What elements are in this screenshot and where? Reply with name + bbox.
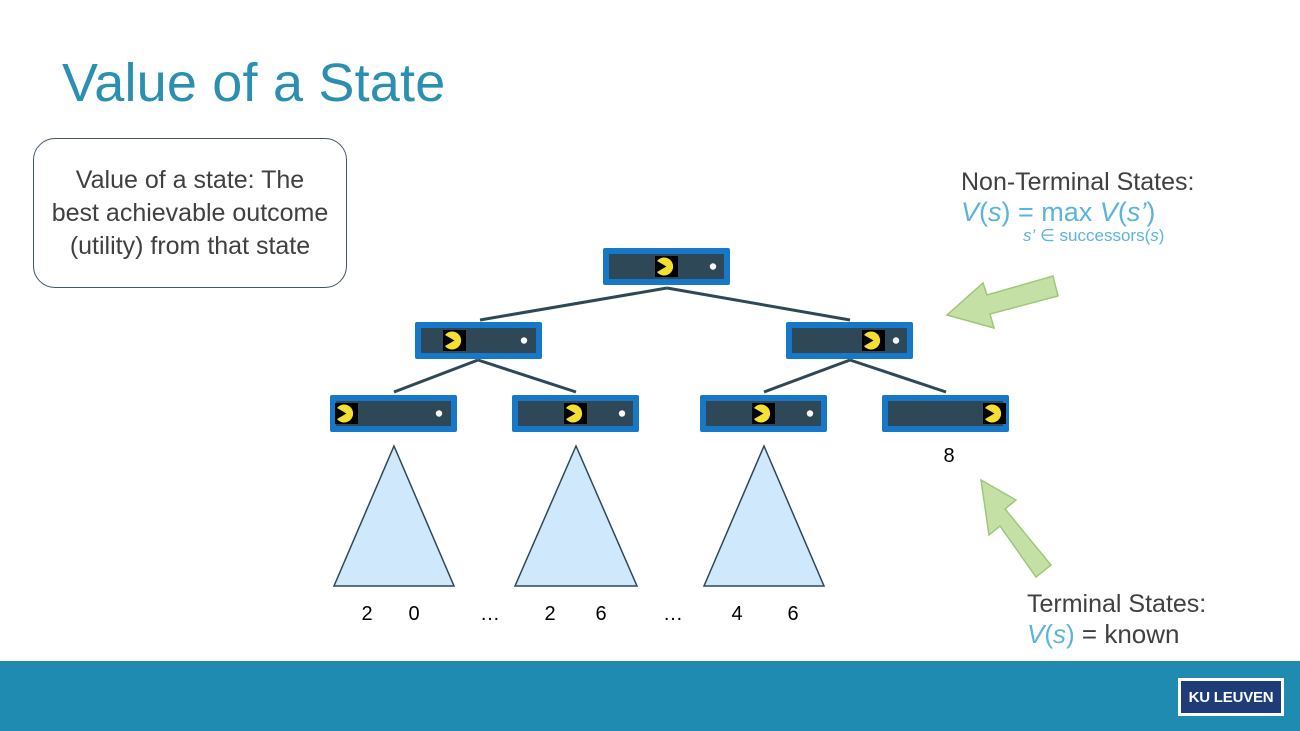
arrow-to-nonterminal xyxy=(945,275,1059,330)
pacman-icon xyxy=(566,404,583,423)
pacman-icon xyxy=(445,331,462,350)
game-tree-diagram: 8 2 0 … 2 6 … 4 6 xyxy=(330,248,1059,625)
nonterminal-formula: V(s) = max V(s’) xyxy=(961,197,1156,227)
state-level2-3 xyxy=(700,395,827,432)
formula-v: V xyxy=(961,197,980,227)
formula-s: s xyxy=(988,197,1002,227)
edge-left-lr xyxy=(477,358,577,394)
edge-root-right xyxy=(666,286,851,322)
subscript-s: s xyxy=(1150,226,1159,245)
leaf-labels: 2 0 … 2 6 … 4 6 xyxy=(361,603,798,625)
logo-text: KU LEUVEN xyxy=(1181,681,1281,713)
leaf-label: 6 xyxy=(787,603,798,625)
terminal-note: Terminal States: V(s) = known xyxy=(1027,590,1206,650)
ku-leuven-logo: KU LEUVEN xyxy=(1178,678,1284,716)
pellet-icon xyxy=(435,410,443,417)
state-root xyxy=(603,248,730,285)
state-level1-right xyxy=(786,322,913,359)
pacman-icon xyxy=(985,404,1002,423)
leaf-label: 2 xyxy=(361,603,372,625)
tree-edges xyxy=(393,286,947,394)
terminal-formula-v: V xyxy=(1027,619,1045,649)
definition-box: Value of a state: The best achievable ou… xyxy=(33,138,347,288)
arrow-to-terminal xyxy=(980,478,1053,579)
formula-s-prime: s’ xyxy=(1126,197,1147,227)
terminal-value: 8 xyxy=(943,445,954,467)
nonterminal-heading: Non-Terminal States: xyxy=(961,168,1195,196)
max-subscript: s’ ∈ successors(s) xyxy=(1023,226,1194,246)
edge-left-ll xyxy=(393,358,479,394)
slide-title: Value of a State xyxy=(62,53,446,113)
terminal-formula-known: = known xyxy=(1074,619,1180,649)
state-level2-1 xyxy=(330,395,457,432)
leaf-label: 4 xyxy=(731,603,742,625)
subtrees xyxy=(332,444,826,587)
pacman-icon xyxy=(657,257,674,276)
ellipsis-label: … xyxy=(480,603,500,625)
ellipsis-label: … xyxy=(663,603,683,625)
pellet-icon xyxy=(520,337,528,344)
edge-right-rr xyxy=(849,358,947,394)
state-level2-4-terminal xyxy=(882,395,1009,432)
edge-root-left xyxy=(479,286,668,322)
nonterminal-note: Non-Terminal States: V(s) = max V(s’) s’… xyxy=(961,168,1194,246)
subtree-triangle-2 xyxy=(513,444,639,587)
pellet-icon xyxy=(618,410,626,417)
subtree-triangle-1 xyxy=(332,444,456,587)
edge-right-rl xyxy=(763,358,851,394)
subtree-triangle-3 xyxy=(702,444,826,587)
subscript-s-prime: s’ xyxy=(1023,226,1036,245)
state-level2-2 xyxy=(512,395,639,432)
pellet-icon xyxy=(892,337,900,344)
subscript-close: ) xyxy=(1158,226,1165,245)
leaf-label: 2 xyxy=(544,603,555,625)
leaf-label: 0 xyxy=(408,603,419,625)
terminal-heading: Terminal States: xyxy=(1027,590,1207,618)
formula-v-prime: V xyxy=(1099,197,1118,227)
leaf-label: 6 xyxy=(595,603,606,625)
terminal-formula: V(s) = known xyxy=(1027,619,1180,649)
state-level1-left xyxy=(415,322,542,359)
terminal-formula-s: s xyxy=(1053,619,1067,649)
pacman-icon xyxy=(864,331,881,350)
pellet-icon xyxy=(709,263,717,270)
definition-text: Value of a state: The best achievable ou… xyxy=(51,165,329,260)
formula-max: = max xyxy=(1010,197,1100,227)
footer-bar xyxy=(0,661,1300,731)
pacman-icon xyxy=(337,404,354,423)
pellet-icon xyxy=(806,410,814,417)
pacman-icon xyxy=(754,404,771,423)
subscript-successors: ∈ successors( xyxy=(1040,226,1151,245)
